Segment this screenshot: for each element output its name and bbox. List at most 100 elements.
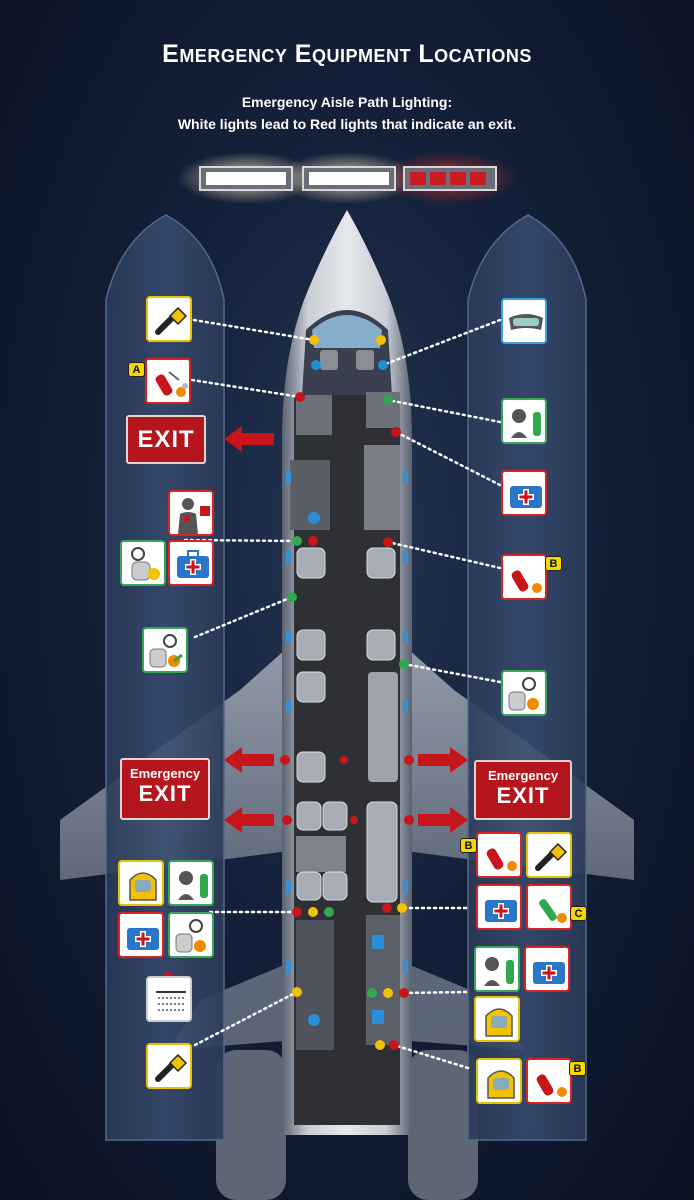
right-engine (408, 1050, 478, 1200)
cabin-seats (296, 547, 398, 903)
seat (296, 629, 326, 661)
seat (322, 801, 348, 831)
lighting-description: White lights lead to Red lights that ind… (177, 116, 517, 132)
exit-arrow-right (418, 747, 468, 773)
equipment-markers (162, 335, 414, 1050)
portable-oxygen-icon (142, 627, 188, 673)
first-aid-kit-icon (524, 946, 570, 992)
first-aid-marker (292, 907, 302, 917)
aft-galley (366, 915, 400, 1045)
portable-oxygen-icon (168, 912, 214, 958)
first-aid-kit-icon (168, 540, 214, 586)
aft-lavatory (296, 920, 334, 1050)
flashlight-marker (376, 335, 386, 345)
first-aid-kit-icon (118, 912, 164, 958)
exit-light-marker (404, 815, 414, 825)
oxygen-mask-icon (120, 540, 166, 586)
first-aid-marker (399, 988, 409, 998)
portable-oxygen-icon (501, 670, 547, 716)
smoke-hood-icon (476, 1058, 522, 1104)
exit-light-marker (350, 816, 358, 824)
extinguisher-class-b-tag: B (569, 1061, 586, 1076)
smoke-hood-marker (308, 907, 318, 917)
oxygen-marker (287, 592, 297, 602)
lavatory-sink (372, 935, 384, 949)
oxygen-marker (292, 536, 302, 546)
galley-left (296, 395, 332, 435)
smoke-hood-marker (375, 1040, 385, 1050)
right-emergency-exit-sign: Emergency EXIT (474, 760, 572, 820)
oxygen-marker (367, 988, 377, 998)
seat (296, 801, 322, 831)
front-closet (364, 445, 400, 530)
oxygen-bottle-icon (168, 860, 214, 906)
flashlight-marker (397, 903, 407, 913)
leader-lines (183, 318, 502, 1070)
exit-arrow-left (224, 426, 274, 452)
exit-arrow-left (224, 807, 274, 833)
lavatory-sink (372, 1010, 384, 1024)
emergency-label: Emergency (129, 766, 201, 781)
emergency-label: Emergency (487, 768, 559, 783)
extinguisher-class-b-tag: B (545, 556, 562, 571)
divan (368, 672, 398, 782)
oxygen-marker (399, 659, 409, 669)
fire-extinguisher-icon (526, 1058, 572, 1104)
smoke-hood-marker (383, 988, 393, 998)
oxygen-marker (383, 395, 393, 405)
seat (296, 871, 322, 901)
goggles-marker (378, 360, 388, 370)
fire-extinguisher-icon (501, 554, 547, 600)
smoke-hood-icon (474, 996, 520, 1042)
first-aid-marker (391, 427, 401, 437)
extinguisher-marker (389, 1040, 399, 1050)
seat (296, 547, 326, 579)
defibrillator-icon (168, 490, 214, 536)
exit-label: EXIT (138, 781, 192, 806)
conference-table (296, 836, 346, 872)
flashlight-icon (146, 296, 192, 342)
extinguisher-class-b-tag: B (460, 838, 477, 853)
fire-extinguisher-icon (476, 832, 522, 878)
galley-right (366, 392, 400, 428)
flashlight-marker (292, 987, 302, 997)
oxygen-bottle-icon (474, 946, 520, 992)
seat (366, 801, 398, 903)
flashlight-icon (146, 1043, 192, 1089)
fire-extinguisher-icon (145, 358, 191, 404)
flashlight-marker (309, 335, 319, 345)
page-title: Emergency Equipment Locations (162, 40, 532, 68)
flashlight-icon (526, 832, 572, 878)
exit-arrows (224, 426, 468, 833)
extinguisher-marker (383, 537, 393, 547)
left-emergency-exit-sign: Emergency EXIT (120, 758, 210, 820)
first-aid-kit-icon (501, 470, 547, 516)
oxygen-bottle-icon (501, 398, 547, 444)
halon-extinguisher-icon (526, 884, 572, 930)
exit-light-marker (280, 755, 290, 765)
extinguisher-marker (382, 903, 392, 913)
smoke-goggles-icon (501, 298, 547, 344)
seat (296, 751, 326, 783)
exit-light-marker (404, 755, 414, 765)
goggles-marker (311, 360, 321, 370)
exit-light-marker (282, 815, 292, 825)
first-aid-kit-icon (476, 884, 522, 930)
seat (366, 547, 396, 579)
extinguisher-class-c-tag: C (570, 906, 587, 921)
cockpit-windows (312, 315, 382, 348)
cockpit-seat-right (356, 350, 374, 370)
front-exit-sign: EXIT (126, 415, 206, 464)
cabin-windows (286, 470, 408, 974)
smoke-hood-icon (118, 860, 164, 906)
cockpit-seat-left (320, 350, 338, 370)
extinguisher-marker (295, 392, 305, 402)
lighting-subtitle: Emergency Aisle Path Lighting: (241, 94, 453, 110)
exit-label: EXIT (496, 783, 550, 808)
exit-arrow-left (224, 747, 274, 773)
toilet (308, 1014, 320, 1026)
seat (366, 629, 396, 661)
first-aid-marker (308, 536, 318, 546)
